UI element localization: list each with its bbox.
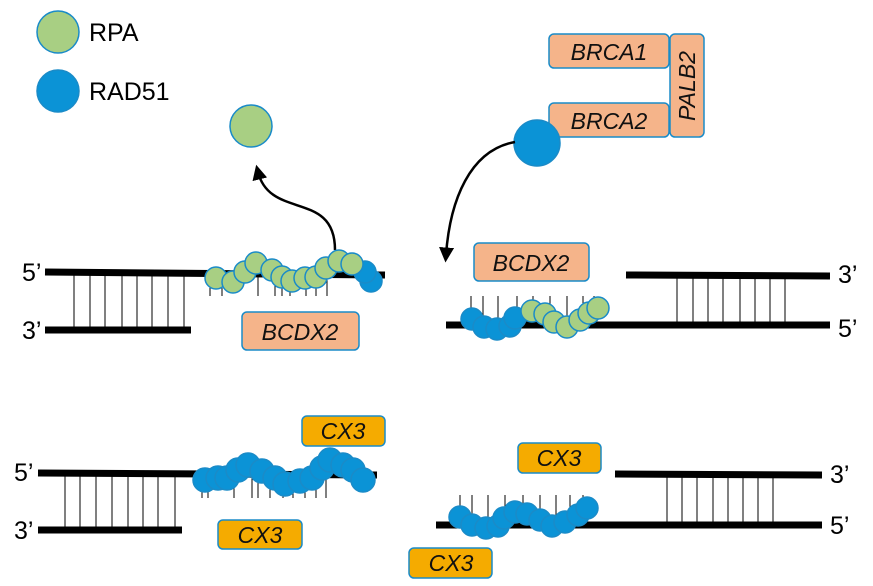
- bcdx2-label: BCDX2: [262, 319, 339, 345]
- rpa-protein: [340, 252, 364, 276]
- legend-rad51-icon: [36, 69, 80, 113]
- rad51-delivery-arrow: [439, 140, 516, 263]
- bcdx2-box: [473, 242, 590, 282]
- cx3-box: [217, 519, 303, 550]
- released-rpa-icon: [229, 104, 273, 148]
- bcdx2-box: [241, 311, 360, 351]
- cx3-label: CX3: [537, 445, 582, 471]
- cx3-label: CX3: [321, 418, 366, 444]
- dna-strand: [625, 271, 831, 280]
- strand-end-label: 5’: [830, 512, 849, 540]
- dna-top-left: 5’ 3’ BCDX2: [22, 249, 386, 351]
- rpa-protein: [586, 296, 610, 320]
- rad51-on-brca2-icon: [513, 119, 561, 167]
- strand-end-label: 3’: [838, 261, 857, 289]
- cx3-box: [517, 442, 602, 474]
- legend: RPA RAD51: [36, 10, 170, 113]
- brca-palb2-complex: BRCA1 BRCA2 PALB2: [513, 33, 705, 167]
- cx3-box: [301, 415, 386, 447]
- dna-bottom-left: 5’ 3’ CX3 CX3: [14, 415, 386, 550]
- cx3-label: CX3: [429, 550, 474, 576]
- palb2-label: PALB2: [674, 51, 700, 121]
- cx3-box: [408, 547, 493, 579]
- brca2-label: BRCA2: [571, 108, 648, 134]
- rad51-filament: [448, 496, 599, 540]
- brca1-label: BRCA1: [571, 39, 648, 65]
- strand-end-label: 3’: [14, 517, 33, 545]
- strand-end-label: 3’: [22, 317, 41, 345]
- rad51-protein: [575, 496, 599, 520]
- rpa-release-arrow: [252, 164, 337, 251]
- rad51-protein: [350, 467, 376, 493]
- legend-rpa-icon: [36, 10, 80, 54]
- dna-bottom-right: 3’ 5’ CX3 CX3: [408, 442, 849, 579]
- strand-end-label: 5’: [22, 259, 41, 287]
- palb2-box: [669, 33, 705, 138]
- dna-top-right: 3’ 5’ BCDX2: [446, 242, 857, 343]
- legend-rpa-label: RPA: [89, 19, 139, 47]
- cx3-label: CX3: [238, 522, 283, 548]
- rad51-filament: [192, 447, 376, 497]
- legend-rad51-label: RAD51: [89, 78, 170, 106]
- strand-end-label: 5’: [838, 315, 857, 343]
- strand-end-label: 5’: [14, 459, 33, 487]
- brca2-box: [548, 102, 670, 138]
- bcdx2-label: BCDX2: [493, 250, 570, 276]
- brca1-box: [548, 33, 670, 69]
- mixed-filament: [460, 296, 610, 341]
- rpa-filament: [204, 249, 383, 294]
- dna-strand: [614, 470, 823, 479]
- strand-end-label: 3’: [830, 461, 849, 489]
